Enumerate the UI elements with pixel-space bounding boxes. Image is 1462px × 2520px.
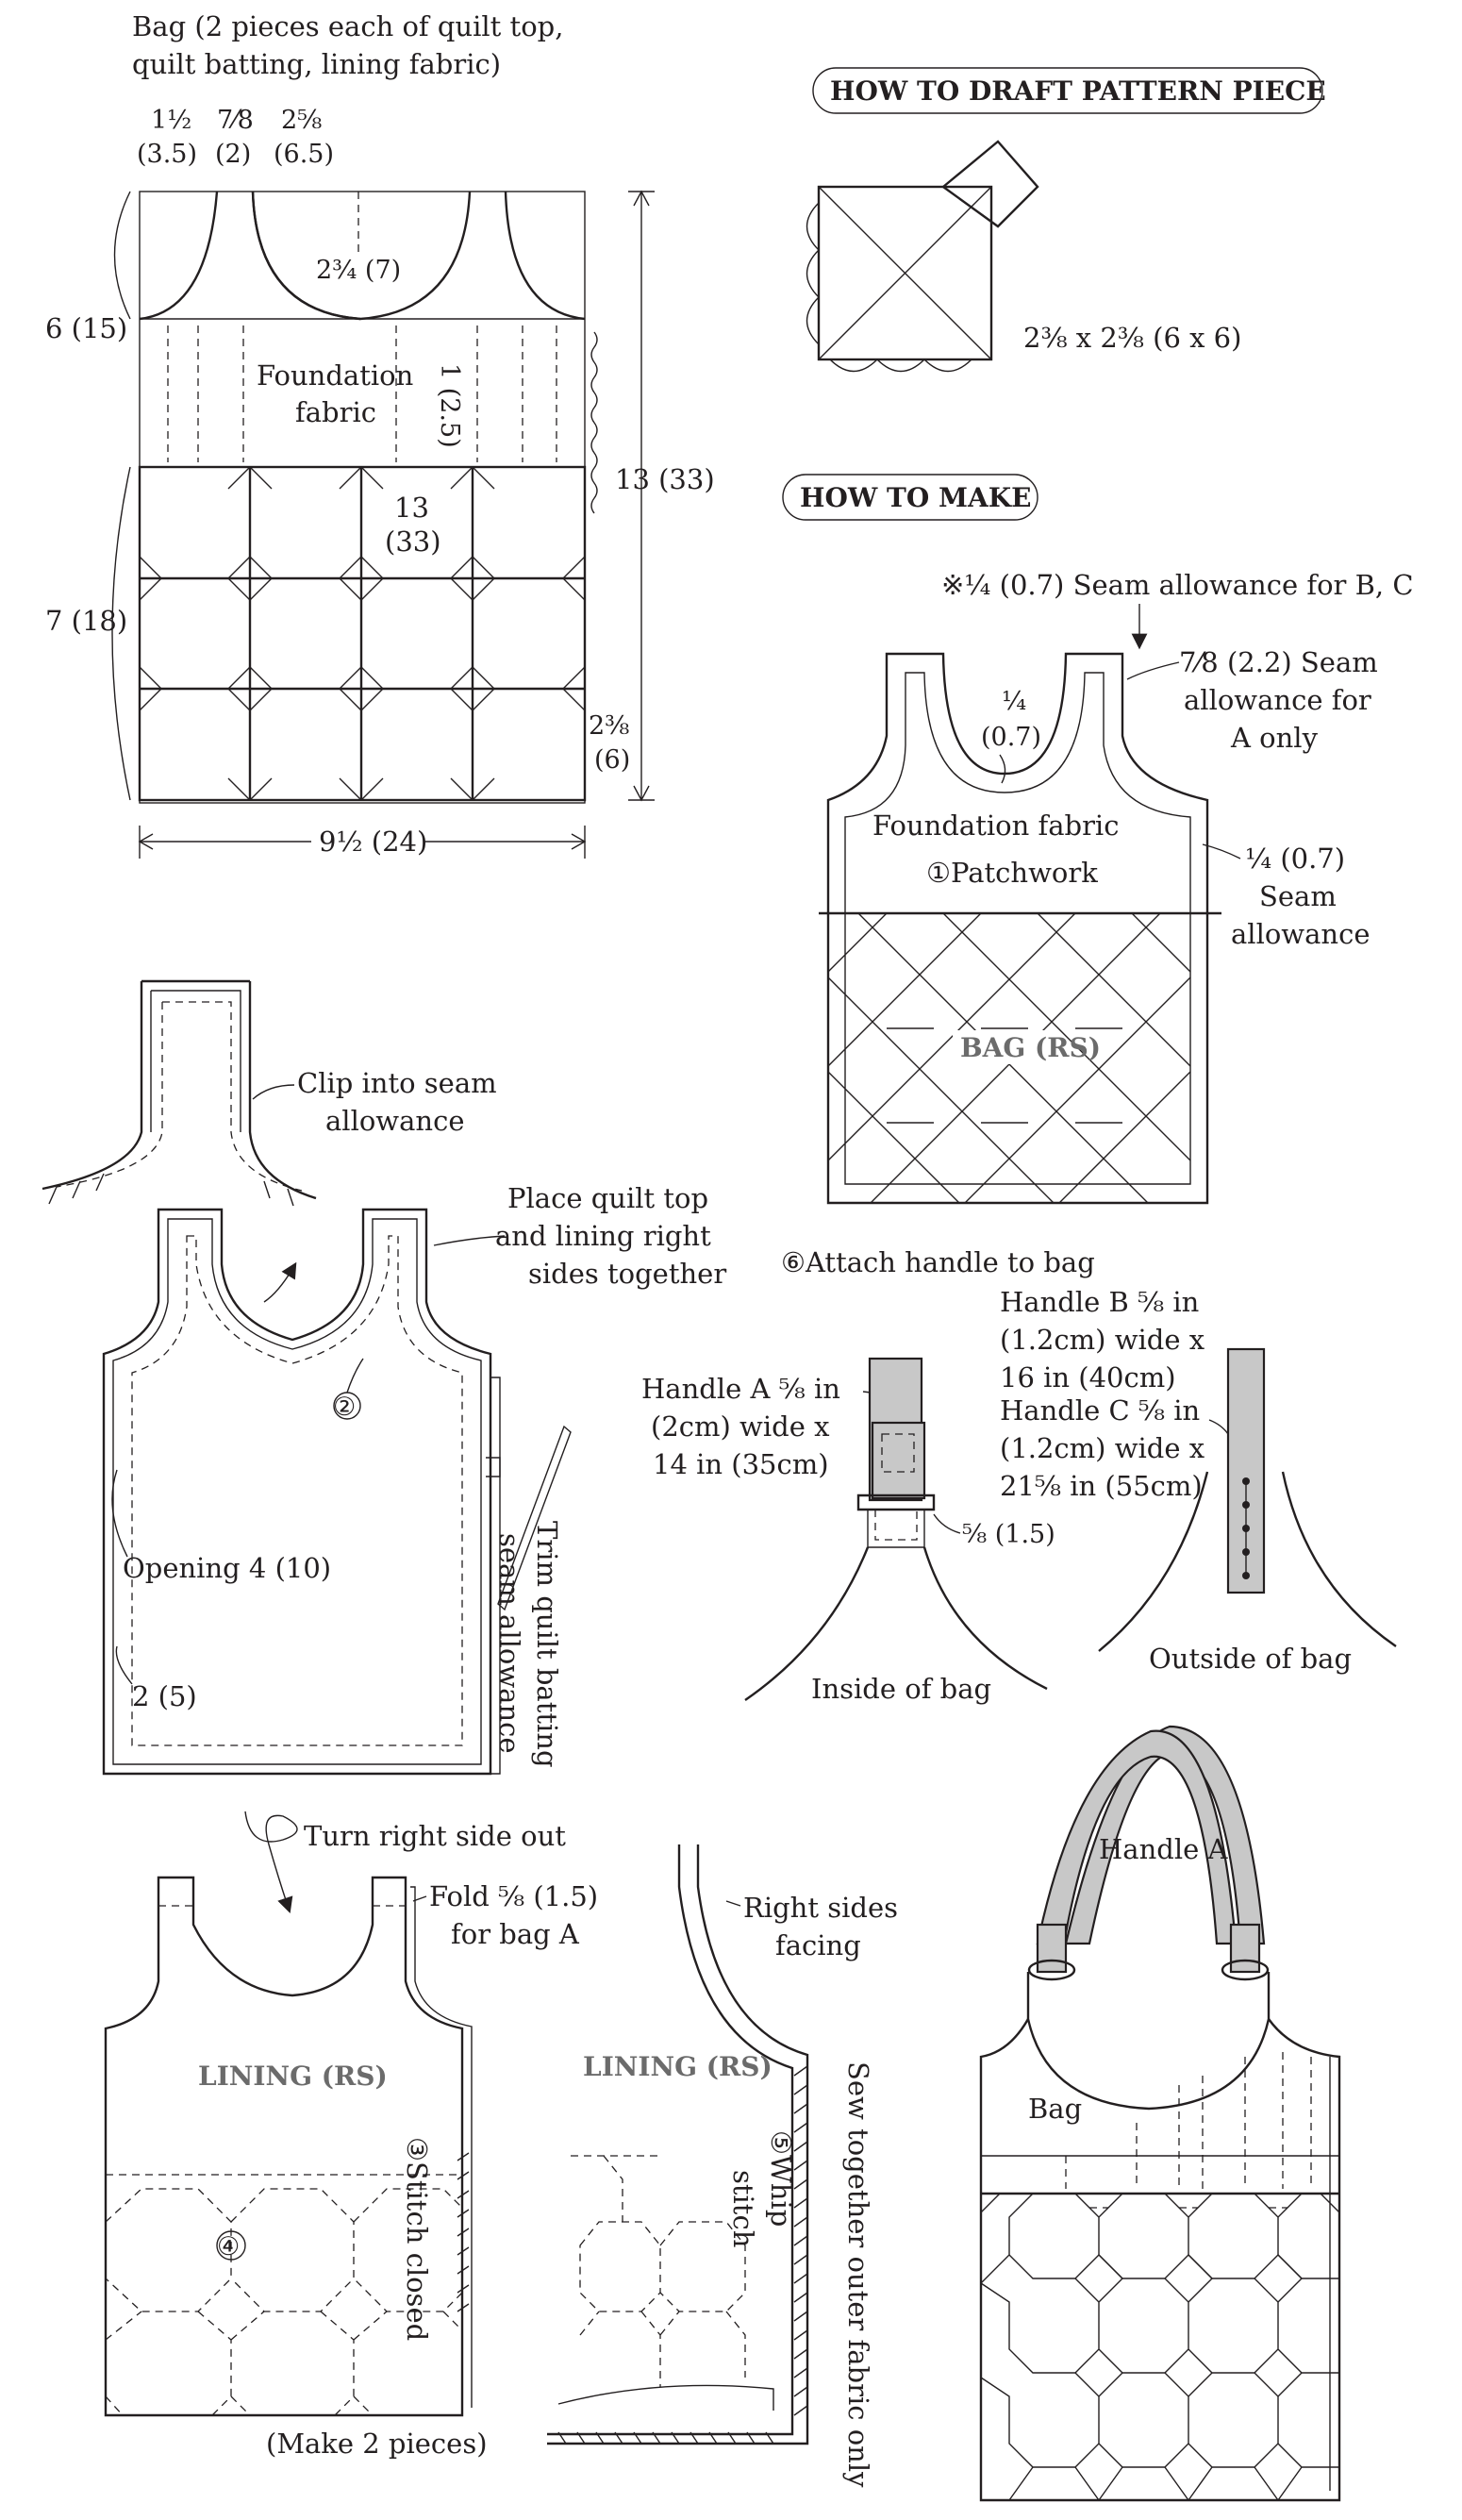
curve-quarter: ¼ (1002, 687, 1026, 716)
lining-quilting-pattern (105, 2188, 463, 2416)
place-label-line1: Place quilt top (507, 1182, 708, 1214)
bag-pattern-piece: Bag (2 pieces each of quilt top, quilt b… (45, 10, 715, 859)
block-size-cm: (6) (594, 745, 630, 775)
make-two-label: (Make 2 pieces) (266, 2428, 488, 2460)
side-seam-line2: Seam (1259, 880, 1337, 912)
inner-size-cm: (33) (385, 526, 441, 558)
place-label-line3: sides together (528, 1258, 726, 1290)
handle-a-line2: (2cm) wide x (651, 1410, 829, 1443)
handle-bc-stitches (1242, 1477, 1250, 1579)
pattern-title-line1: Bag (2 pieces each of quilt top, (132, 10, 563, 42)
dim-a-label: 1½ (151, 106, 191, 135)
foundation-fabric-label: Foundation fabric (872, 809, 1119, 842)
octagon-patchwork-grid (139, 466, 586, 801)
whip-line1: ⑤Whip (765, 2130, 797, 2227)
seam-a-line1: 7⁄8 (2.2) Seam (1179, 646, 1378, 678)
finished-bag: Handle A Bag (979, 1725, 1341, 2502)
handle-c-line2: (1.2cm) wide x (1000, 1432, 1204, 1464)
total-height-label: 13 (33) (615, 463, 715, 495)
step6-attach-handle: ⑥Attach handle to bag Handle A ⁵⁄₈ in (2… (641, 1246, 1397, 1705)
foundation-label-line2: fabric (295, 396, 376, 428)
arc-depth-label: 2¾ (7) (316, 256, 401, 285)
upper-height-label: 6 (15) (45, 312, 127, 344)
make-heading-box (782, 474, 1038, 521)
step2-number: ② (333, 1393, 356, 1422)
bag-rs-label: BAG (RS) (960, 1032, 1101, 1063)
dim-b-label: 7⁄8 (217, 106, 254, 135)
fold-label-line2: for bag A (451, 1918, 580, 1950)
make-heading: HOW TO MAKE (800, 482, 1031, 513)
step2-quilt-and-lining: Clip into seam allowance Place quilt top… (42, 979, 726, 1776)
step6-heading: ⑥Attach handle to bag (781, 1246, 1095, 1278)
handle-c-line1: Handle C ⁵⁄₈ in (1000, 1394, 1200, 1427)
patchwork-label: ①Patchwork (926, 857, 1098, 889)
block-size-label: 2⅜ (589, 711, 629, 741)
opening-label: Opening 4 (10) (123, 1552, 331, 1584)
lining-rs-label: LINING (RS) (198, 2061, 388, 2092)
draft-size-label: 2⅜ x 2⅜ (6 x 6) (1023, 322, 1241, 354)
clip-label-line2: allowance (325, 1105, 465, 1137)
place-label-line2: and lining right (495, 1220, 711, 1252)
step5-lining-rs: LINING (RS) (583, 2051, 773, 2082)
sew-outer-label: Sew together outer fabric only (842, 2061, 874, 2488)
foundation-stitch-lines (167, 325, 557, 462)
seam-a-line2: allowance for (1184, 684, 1371, 716)
side-seam-line1: ¼ (0.7) (1245, 843, 1345, 875)
width-label: 9½ (24) (319, 826, 427, 858)
note-seam-bc: ※¼ (0.7) Seam allowance for B, C (941, 569, 1414, 601)
dim-c-label: 2⅝ (281, 106, 322, 135)
dim-b-cm: (2) (215, 140, 251, 169)
handle-b-line3: 16 in (40cm) (1000, 1361, 1176, 1394)
draft-heading: HOW TO DRAFT PATTERN PIECE (830, 75, 1326, 107)
handle-a-line3: 14 in (35cm) (653, 1448, 829, 1480)
bag-label: Bag (1028, 2093, 1082, 2125)
draft-section: HOW TO DRAFT PATTERN PIECE 2⅜ x 2⅜ (6 x … (806, 67, 1326, 373)
turn-label: Turn right side out (304, 1820, 566, 1852)
trim-label-line2: seam allowance (493, 1533, 525, 1754)
fold-dim-label: ⁵⁄₈ (1.5) (962, 1520, 1055, 1549)
dim-a-cm: (3.5) (137, 140, 197, 169)
inside-of-bag-label: Inside of bag (811, 1673, 991, 1705)
whip-line2: stitch (727, 2170, 759, 2247)
fold-label-line1: Fold ⁵⁄₈ (1.5) (429, 1880, 598, 1912)
curve-cm: (0.7) (981, 723, 1041, 752)
side-seam-line3: allowance (1231, 918, 1371, 950)
stitch-closed-label: ③Stitch closed (401, 2137, 433, 2341)
stripe-spacing-label: 1 (2.5) (435, 363, 464, 448)
lower-height-label: 7 (18) (45, 605, 127, 637)
seam-a-line3: A only (1230, 722, 1319, 754)
right-sides-line1: Right sides (743, 1892, 898, 1924)
step5-quilting-pattern (571, 2155, 746, 2387)
step4-number: ④ (217, 2232, 240, 2261)
foundation-label-line1: Foundation (257, 359, 413, 392)
handle-c-line3: 21⅝ in (55cm) (1000, 1470, 1203, 1502)
step4-number-circle (216, 2230, 246, 2261)
step3-turn-and-close: Turn right side out Fold ⁵⁄₈ (1.5) for b… (104, 1811, 598, 2460)
step5-whip-stitch: Right sides facing LINING (RS) ⑤Whip sti… (547, 1844, 898, 2488)
right-sides-line2: facing (775, 1929, 861, 1961)
handle-a-line1: Handle A ⁵⁄₈ in (641, 1373, 840, 1405)
dim-c-cm: (6.5) (274, 140, 334, 169)
trim-label-line1: Trim quilt batting (531, 1521, 563, 1768)
inner-size-label: 13 (394, 492, 429, 524)
outside-of-bag-label: Outside of bag (1149, 1643, 1352, 1675)
handle-a-label: Handle A (1099, 1833, 1228, 1865)
finished-octagon-pattern (980, 2193, 1340, 2501)
clip-label-line1: Clip into seam (297, 1067, 497, 1099)
draft-heading-box (812, 67, 1323, 114)
handle-b-line1: Handle B ⁵⁄₈ in (1000, 1286, 1199, 1318)
finished-stitch-lines (981, 2052, 1339, 2189)
handle-b-line2: (1.2cm) wide x (1000, 1324, 1204, 1356)
pattern-title-line2: quilt batting, lining fabric) (132, 48, 501, 80)
make-step1: HOW TO MAKE ※¼ (0.7) Seam allowance for … (782, 474, 1414, 1205)
bottom-dim-label: 2 (5) (132, 1680, 197, 1712)
